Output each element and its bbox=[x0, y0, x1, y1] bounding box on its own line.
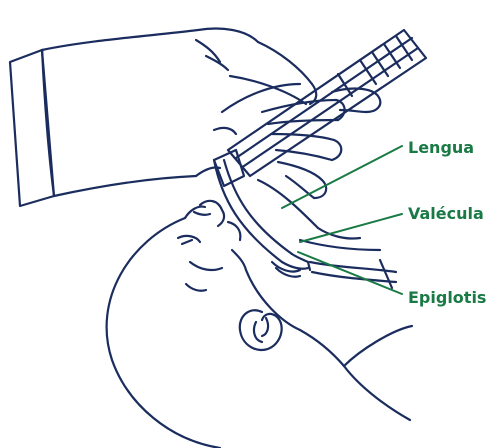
infant-head bbox=[107, 201, 412, 448]
label-lengua: Lengua bbox=[408, 140, 474, 156]
laryngoscope-blade bbox=[214, 160, 310, 270]
leader-line-lengua bbox=[282, 146, 402, 208]
laryngoscope-handle bbox=[214, 30, 426, 186]
gloved-hand bbox=[10, 29, 380, 207]
label-epiglotis: Epiglotis bbox=[408, 290, 486, 306]
label-valecula: Valécula bbox=[408, 206, 484, 222]
